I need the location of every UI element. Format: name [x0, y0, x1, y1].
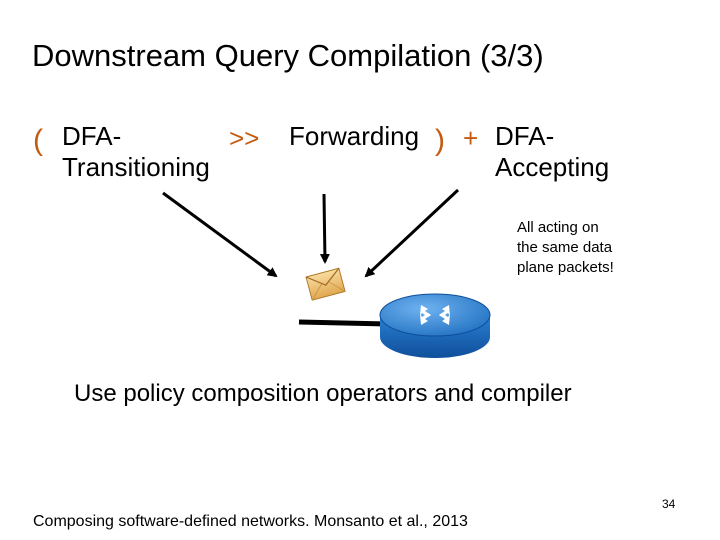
close-paren: )	[435, 124, 445, 157]
term-dfa-accepting-line2: Accepting	[495, 152, 610, 182]
open-paren: (	[33, 124, 43, 157]
citation: Composing software-defined networks. Mon…	[33, 513, 468, 530]
main-statement: Use policy composition operators and com…	[74, 380, 572, 407]
term-forwarding: Forwarding	[289, 121, 420, 151]
network-link	[298, 319, 391, 327]
term-dfa-transitioning-line2: Transitioning	[62, 152, 210, 182]
arrow-from-dfa-accepting	[364, 188, 460, 278]
term-dfa-accepting: DFA- Accepting	[495, 121, 609, 183]
router-icon	[379, 293, 491, 358]
slide-title: Downstream Query Compilation (3/3)	[32, 38, 544, 73]
note-callout: All acting on the same data plane packet…	[517, 218, 614, 278]
note-line: plane packets!	[517, 259, 614, 276]
term-dfa-transitioning: DFA- Transitioning	[62, 121, 210, 183]
parallel-compose-operator: +	[463, 123, 479, 153]
arrow-from-dfa-transitioning	[162, 191, 278, 278]
page-number: 34	[662, 497, 676, 511]
term-dfa-transitioning-line1: DFA-	[62, 121, 122, 151]
term-dfa-accepting-line1: DFA-	[495, 121, 555, 151]
arrow-from-forwarding	[319, 193, 330, 264]
packet-envelope-icon	[305, 267, 346, 301]
note-line: All acting on	[517, 219, 599, 236]
note-line: the same data	[517, 239, 613, 256]
sequential-compose-operator: >>	[229, 123, 260, 153]
